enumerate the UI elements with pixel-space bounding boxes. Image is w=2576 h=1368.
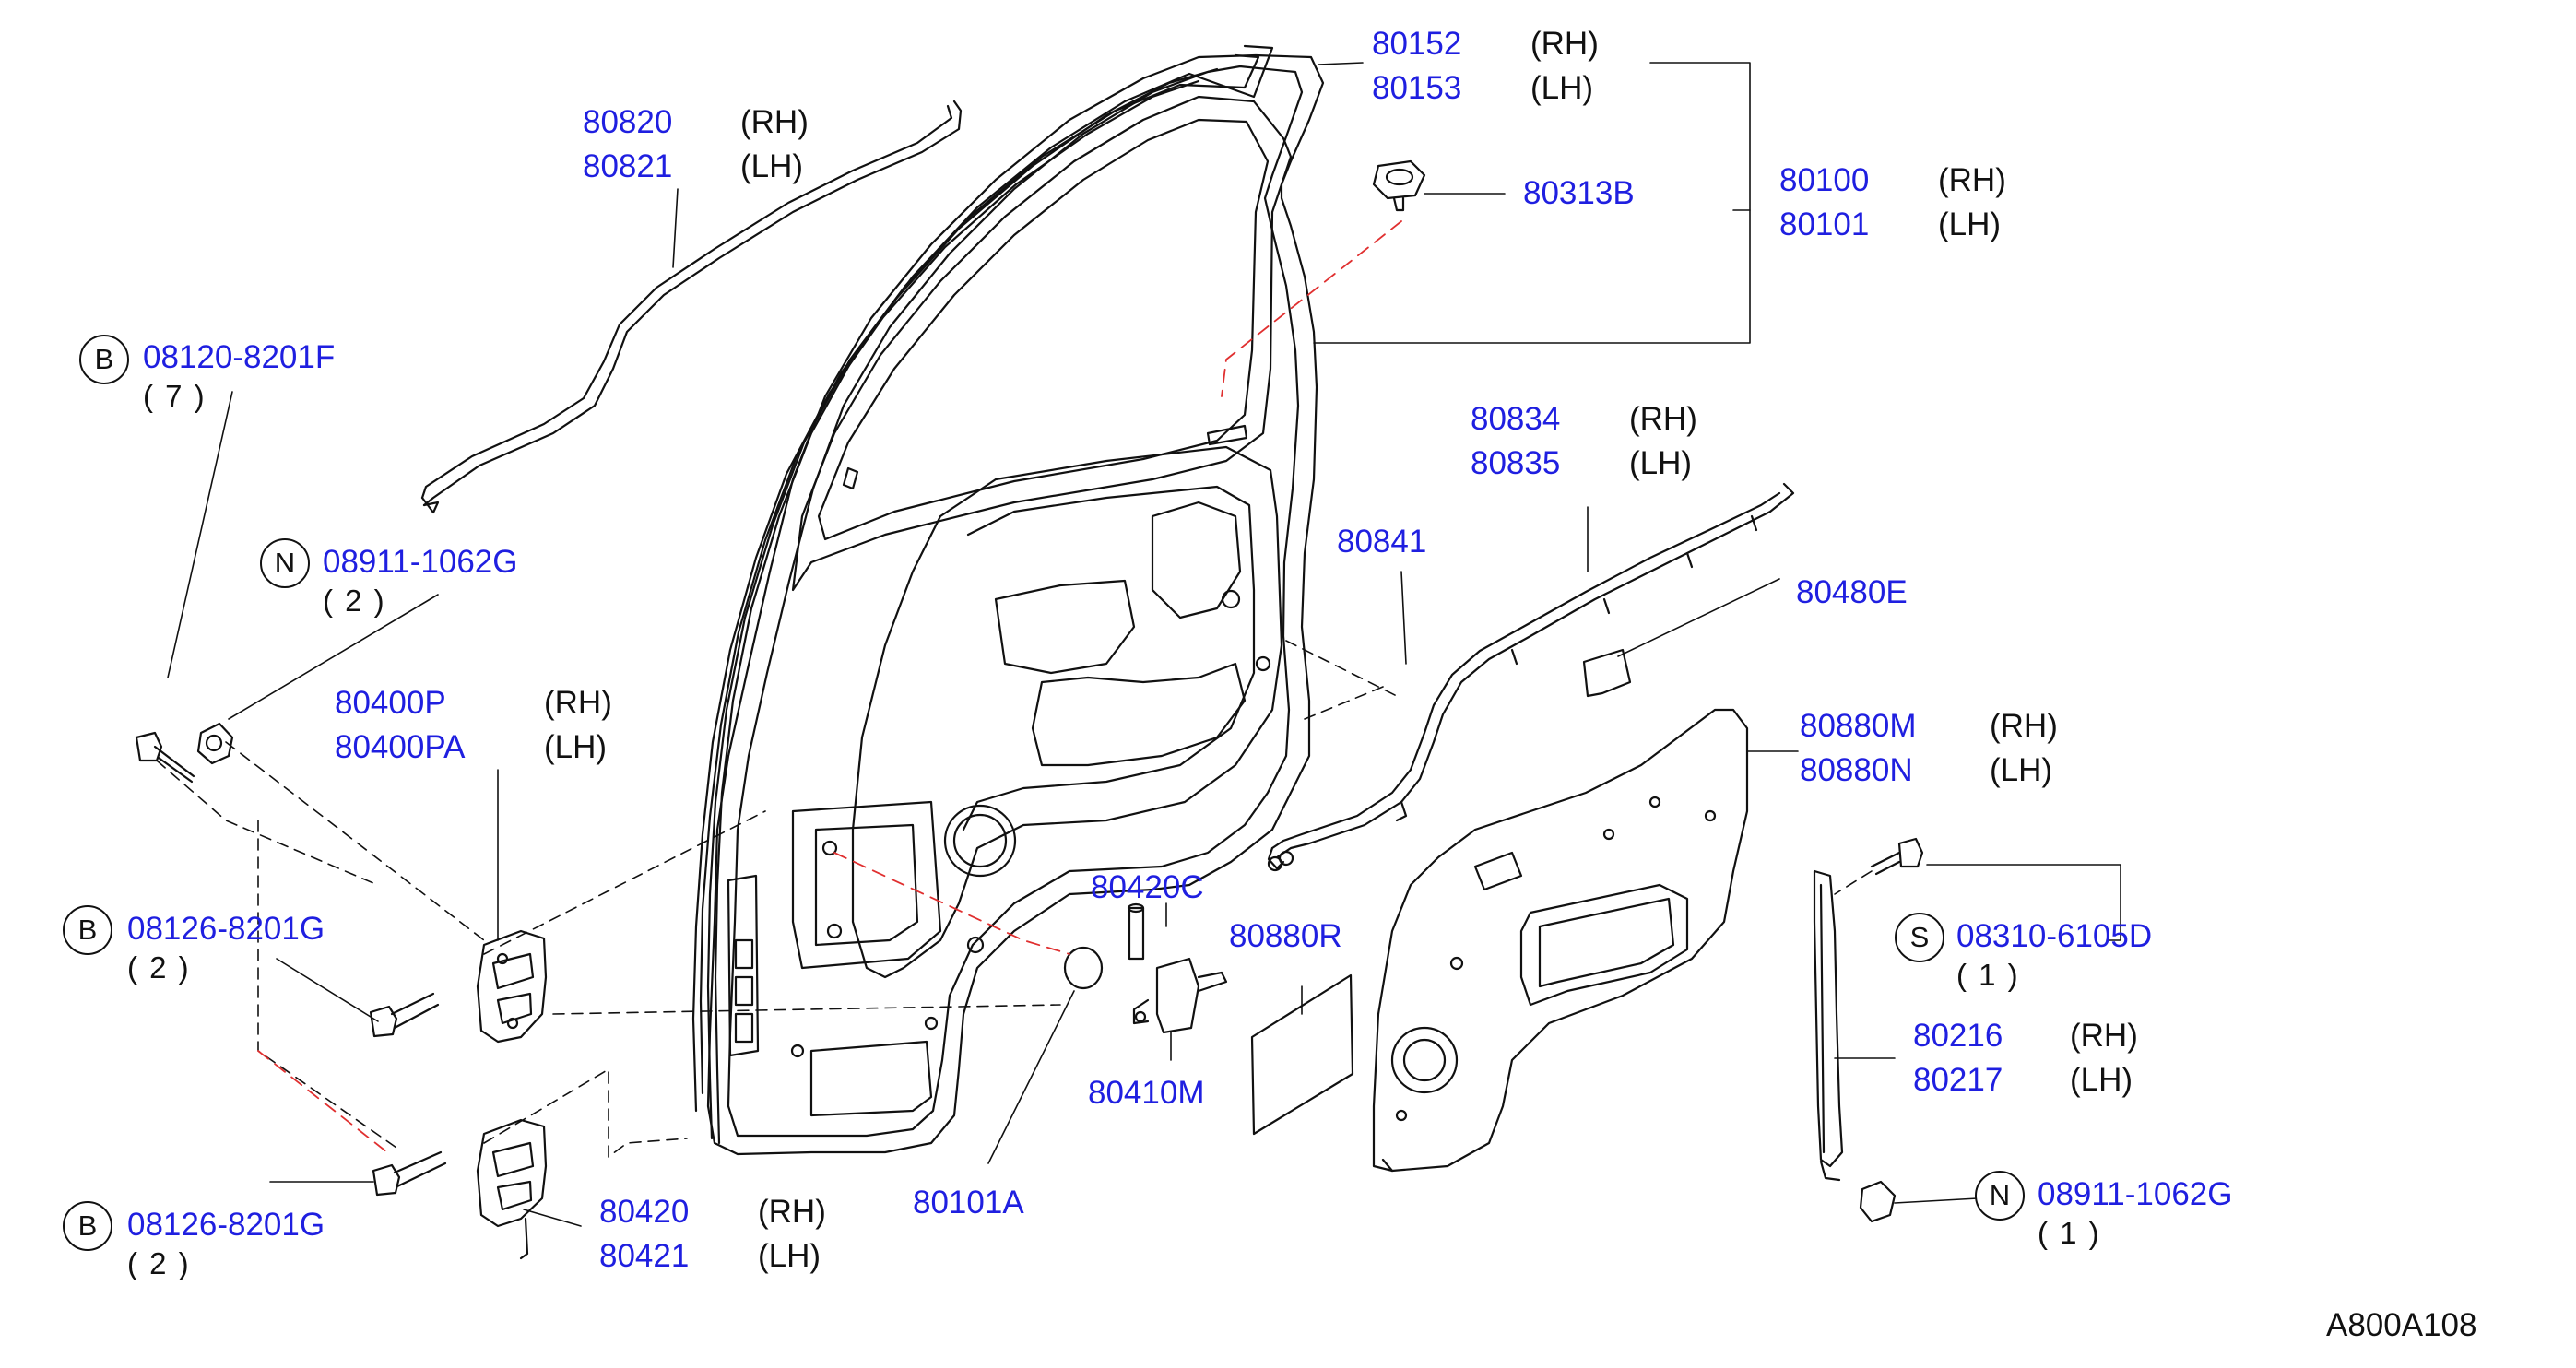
part-number-80835[interactable]: 80835 [1471,445,1561,481]
lower-hinge [476,1118,548,1260]
part-number-80421[interactable]: 80421 [599,1238,690,1274]
part-number-80217[interactable]: 80217 [1913,1062,2003,1098]
part-number-08310-6105d[interactable]: 08310-6105D [1956,918,2153,954]
side-label: (RH) [544,685,612,721]
side-label: (RH) [1530,26,1599,62]
part-number-80880n[interactable]: 80880N [1800,752,1913,788]
side-label: (LH) [758,1238,821,1274]
part-number-08126-8201g[interactable]: 08126-8201G [127,911,325,947]
part-number-80153[interactable]: 80153 [1372,70,1462,106]
door-trim-panel [1372,708,1749,1173]
part-number-80880r[interactable]: 80880R [1229,918,1342,954]
side-label: (LH) [1938,206,2002,242]
part-number-80400p[interactable]: 80400P [335,685,446,721]
quantity: ( 7 ) [143,379,207,413]
quantity: ( 2 ) [323,584,386,618]
part-number-80410m[interactable]: 80410M [1088,1075,1205,1111]
fasteners [135,159,1924,1223]
side-label: (LH) [544,729,608,765]
sheet-80880r [1250,973,1354,1136]
red-assembly-lines [257,220,1402,1153]
part-number-80101a[interactable]: 80101A [913,1185,1024,1221]
rail-80834 [1267,482,1795,872]
prefix-n-circle: N [1975,1171,2025,1221]
part-number-08911-1062g[interactable]: 08911-1062G [2038,1176,2233,1212]
part-number-80821[interactable]: 80821 [583,148,673,184]
part-number-08126-8201g[interactable]: 08126-8201G [127,1207,325,1243]
part-number-80313b[interactable]: 80313B [1523,175,1635,211]
assembly-lines [156,640,1873,1158]
side-label: (LH) [740,148,804,184]
side-label: (RH) [1990,708,2058,744]
side-label: (RH) [1938,162,2006,198]
part-number-80420[interactable]: 80420 [599,1194,690,1230]
side-label: (RH) [758,1194,826,1230]
prefix-n-circle: N [260,538,310,588]
prefix-s-circle: S [1895,913,1944,962]
part-number-08911-1062g[interactable]: 08911-1062G [323,544,518,580]
side-label: (RH) [1629,401,1697,437]
glass-run-seal [420,100,963,514]
side-label: (LH) [2070,1062,2133,1098]
quantity: ( 1 ) [2038,1216,2101,1250]
part-number-80841[interactable]: 80841 [1337,524,1427,560]
part-number-80880m[interactable]: 80880M [1800,708,1917,744]
side-label: (LH) [1629,445,1693,481]
prefix-b-circle: B [79,335,129,384]
leader-lines [167,62,2121,1227]
part-number-80216[interactable]: 80216 [1913,1018,2003,1054]
side-label: (RH) [2070,1018,2138,1054]
quantity: ( 2 ) [127,1246,191,1280]
part-number-80820[interactable]: 80820 [583,104,673,140]
quantity: ( 1 ) [1956,958,2020,992]
part-number-80834[interactable]: 80834 [1471,401,1561,437]
part-number-80420c[interactable]: 80420C [1091,869,1204,905]
quantity: ( 2 ) [127,950,191,985]
part-number-80400pa[interactable]: 80400PA [335,729,466,765]
side-label: (LH) [1530,70,1594,106]
door-shell [691,44,1325,1156]
side-label: (LH) [1990,752,2053,788]
part-number-80152[interactable]: 80152 [1372,26,1462,62]
side-label: (RH) [740,104,809,140]
prefix-b-circle: B [63,1201,112,1251]
part-number-80101[interactable]: 80101 [1779,206,1870,242]
part-number-80480e[interactable]: 80480E [1796,574,1908,610]
prefix-b-circle: B [63,905,112,955]
upper-hinge [476,929,548,1044]
rail-80216 [1813,869,1844,1182]
part-number-80100[interactable]: 80100 [1779,162,1870,198]
diagram-code: A800A108 [2326,1307,2477,1343]
part-number-08120-8201f[interactable]: 08120-8201F [143,339,336,375]
